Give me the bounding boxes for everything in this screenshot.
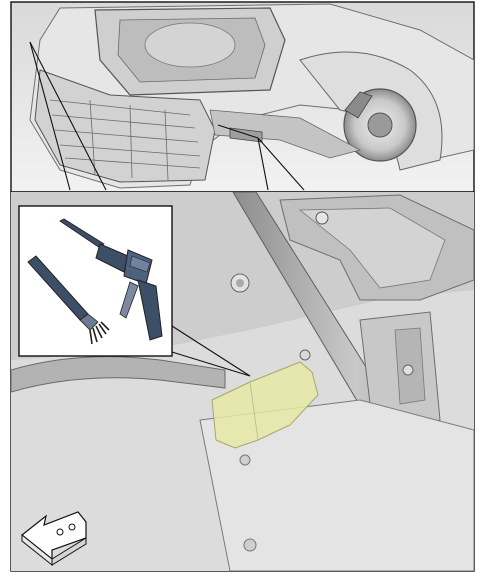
caulking-gun-icon bbox=[59, 218, 163, 341]
tool-inset bbox=[18, 205, 173, 357]
detail-view-panel bbox=[10, 191, 475, 572]
sealant-area bbox=[211, 361, 319, 449]
top-view-panel bbox=[10, 1, 475, 193]
callout-lines bbox=[29, 41, 305, 191]
tool-callout-lines bbox=[171, 325, 251, 377]
brush-icon bbox=[27, 255, 110, 345]
arrow-left-icon bbox=[21, 511, 87, 567]
